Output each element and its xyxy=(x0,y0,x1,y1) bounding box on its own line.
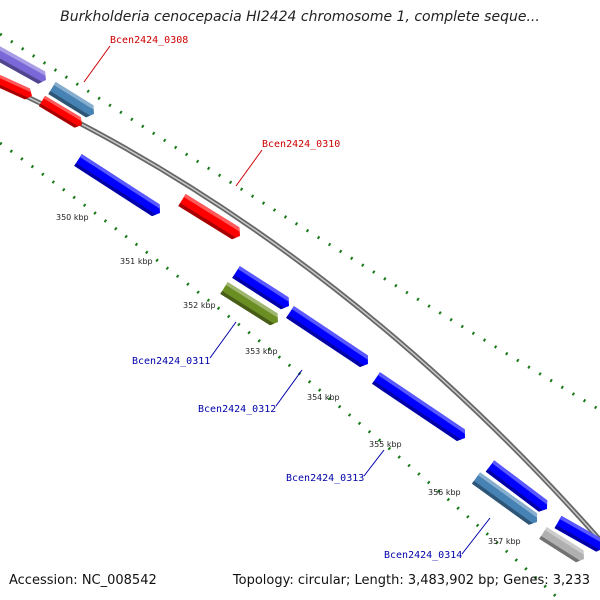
leader-0312 xyxy=(275,369,303,407)
gene-label[interactable]: Bcen2424_0314 xyxy=(384,550,462,561)
gene-bar[interactable] xyxy=(74,154,164,219)
chromosome-backbone-highlight xyxy=(0,83,600,541)
gene-bar[interactable] xyxy=(0,43,49,86)
gene-bar[interactable] xyxy=(48,82,97,120)
inner-dotted-track xyxy=(0,141,562,600)
map-title: Burkholderia cenocepacia HI2424 chromoso… xyxy=(60,9,540,25)
topology-summary: Topology: circular; Length: 3,483,902 bp… xyxy=(232,573,590,588)
gene-bar[interactable] xyxy=(471,472,541,527)
gene-bar[interactable] xyxy=(178,194,243,242)
kbp-tick-label: 352 kbp xyxy=(183,301,216,310)
leader-0311 xyxy=(209,321,237,359)
gene-label[interactable]: Bcen2424_0313 xyxy=(286,473,364,484)
leader-0314 xyxy=(461,517,491,555)
kbp-tick-label: 351 kbp xyxy=(120,257,153,266)
leader-0308 xyxy=(83,45,111,83)
kbp-tick-label: 350 kbp xyxy=(56,213,89,222)
gene-label[interactable]: Bcen2424_0308 xyxy=(110,35,188,46)
gene-bar[interactable] xyxy=(0,72,34,102)
gene-label[interactable]: Bcen2424_0311 xyxy=(132,356,210,367)
gene-label[interactable]: Bcen2424_0312 xyxy=(198,404,276,415)
gene-bar[interactable] xyxy=(554,515,600,554)
gene-bar[interactable] xyxy=(38,95,85,130)
kbp-tick-label: 357 kbp xyxy=(488,537,521,546)
gene-bar[interactable] xyxy=(372,372,469,444)
leader-0310 xyxy=(235,149,263,187)
gene-bar[interactable] xyxy=(539,527,587,565)
kbp-tick-label: 355 kbp xyxy=(369,440,402,449)
leader-0313 xyxy=(363,449,385,477)
kbp-tick-label: 354 kbp xyxy=(307,393,340,402)
gene-bar[interactable] xyxy=(232,266,293,312)
gene-bar[interactable] xyxy=(220,282,281,328)
gene-bar[interactable] xyxy=(286,306,372,370)
kbp-tick-label: 356 kbp xyxy=(428,488,461,497)
kbp-tick-label: 353 kbp xyxy=(245,347,278,356)
gene-bar[interactable] xyxy=(485,460,551,514)
gene-label[interactable]: Bcen2424_0310 xyxy=(262,139,340,150)
outer-dotted-track xyxy=(0,32,600,412)
accession-text: Accession: NC_008542 xyxy=(9,573,157,588)
